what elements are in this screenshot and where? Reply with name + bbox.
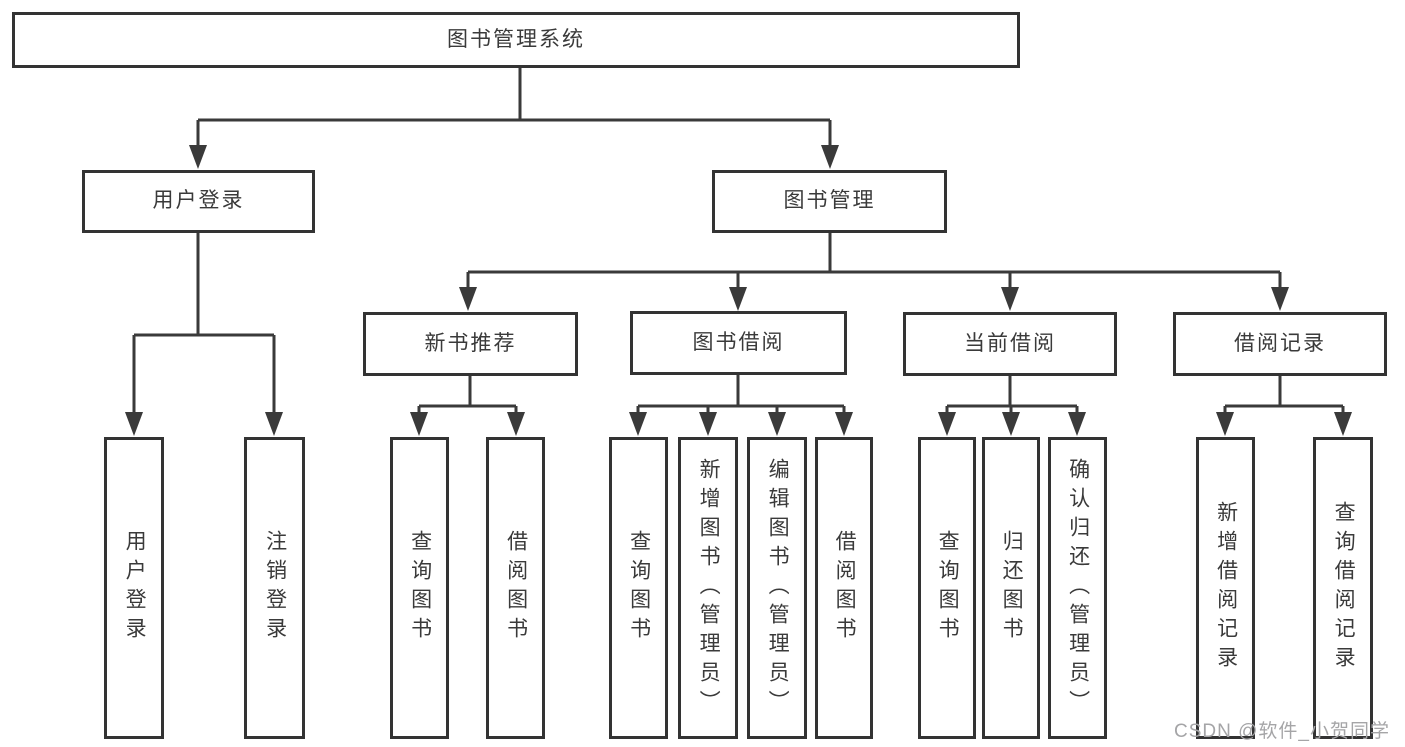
leaf-query-books-borrow: 查询图书 (609, 437, 668, 739)
connector-new-book (417, 376, 518, 416)
connector-current-borrow (945, 376, 1079, 416)
connector-root (196, 68, 832, 148)
leaf-query-borrow-record: 查询借阅记录 (1313, 437, 1373, 739)
node-current-borrowing: 当前借阅 (903, 312, 1117, 376)
leaf-query-books-recommend: 查询图书 (390, 437, 449, 739)
csdn-watermark: CSDN @软件_小贺同学 (1174, 721, 1390, 742)
connector-book-mgmt (466, 233, 1282, 291)
leaf-logout: 注销登录 (244, 437, 305, 739)
node-book-borrowing: 图书借阅 (630, 311, 847, 375)
node-user-login-branch: 用户登录 (82, 170, 315, 233)
leaf-query-books-current: 查询图书 (918, 437, 976, 739)
connector-user-login (132, 233, 276, 416)
node-new-book-recommend: 新书推荐 (363, 312, 578, 376)
leaf-user-login: 用户登录 (104, 437, 164, 739)
connector-borrow-records (1223, 376, 1345, 416)
leaf-confirm-return-admin: 确认归还（管理员） (1048, 437, 1107, 739)
leaf-edit-books-admin: 编辑图书（管理员） (747, 437, 807, 739)
node-borrowing-records: 借阅记录 (1173, 312, 1387, 376)
node-root-system: 图书管理系统 (12, 12, 1020, 68)
leaf-borrow-books-recommend: 借阅图书 (486, 437, 545, 739)
connector-book-borrow (636, 375, 846, 416)
leaf-return-books: 归还图书 (982, 437, 1040, 739)
leaf-add-borrow-record: 新增借阅记录 (1196, 437, 1255, 739)
leaf-borrow-books: 借阅图书 (815, 437, 873, 739)
leaf-add-books-admin: 新增图书（管理员） (678, 437, 738, 739)
node-book-management-branch: 图书管理 (712, 170, 947, 233)
